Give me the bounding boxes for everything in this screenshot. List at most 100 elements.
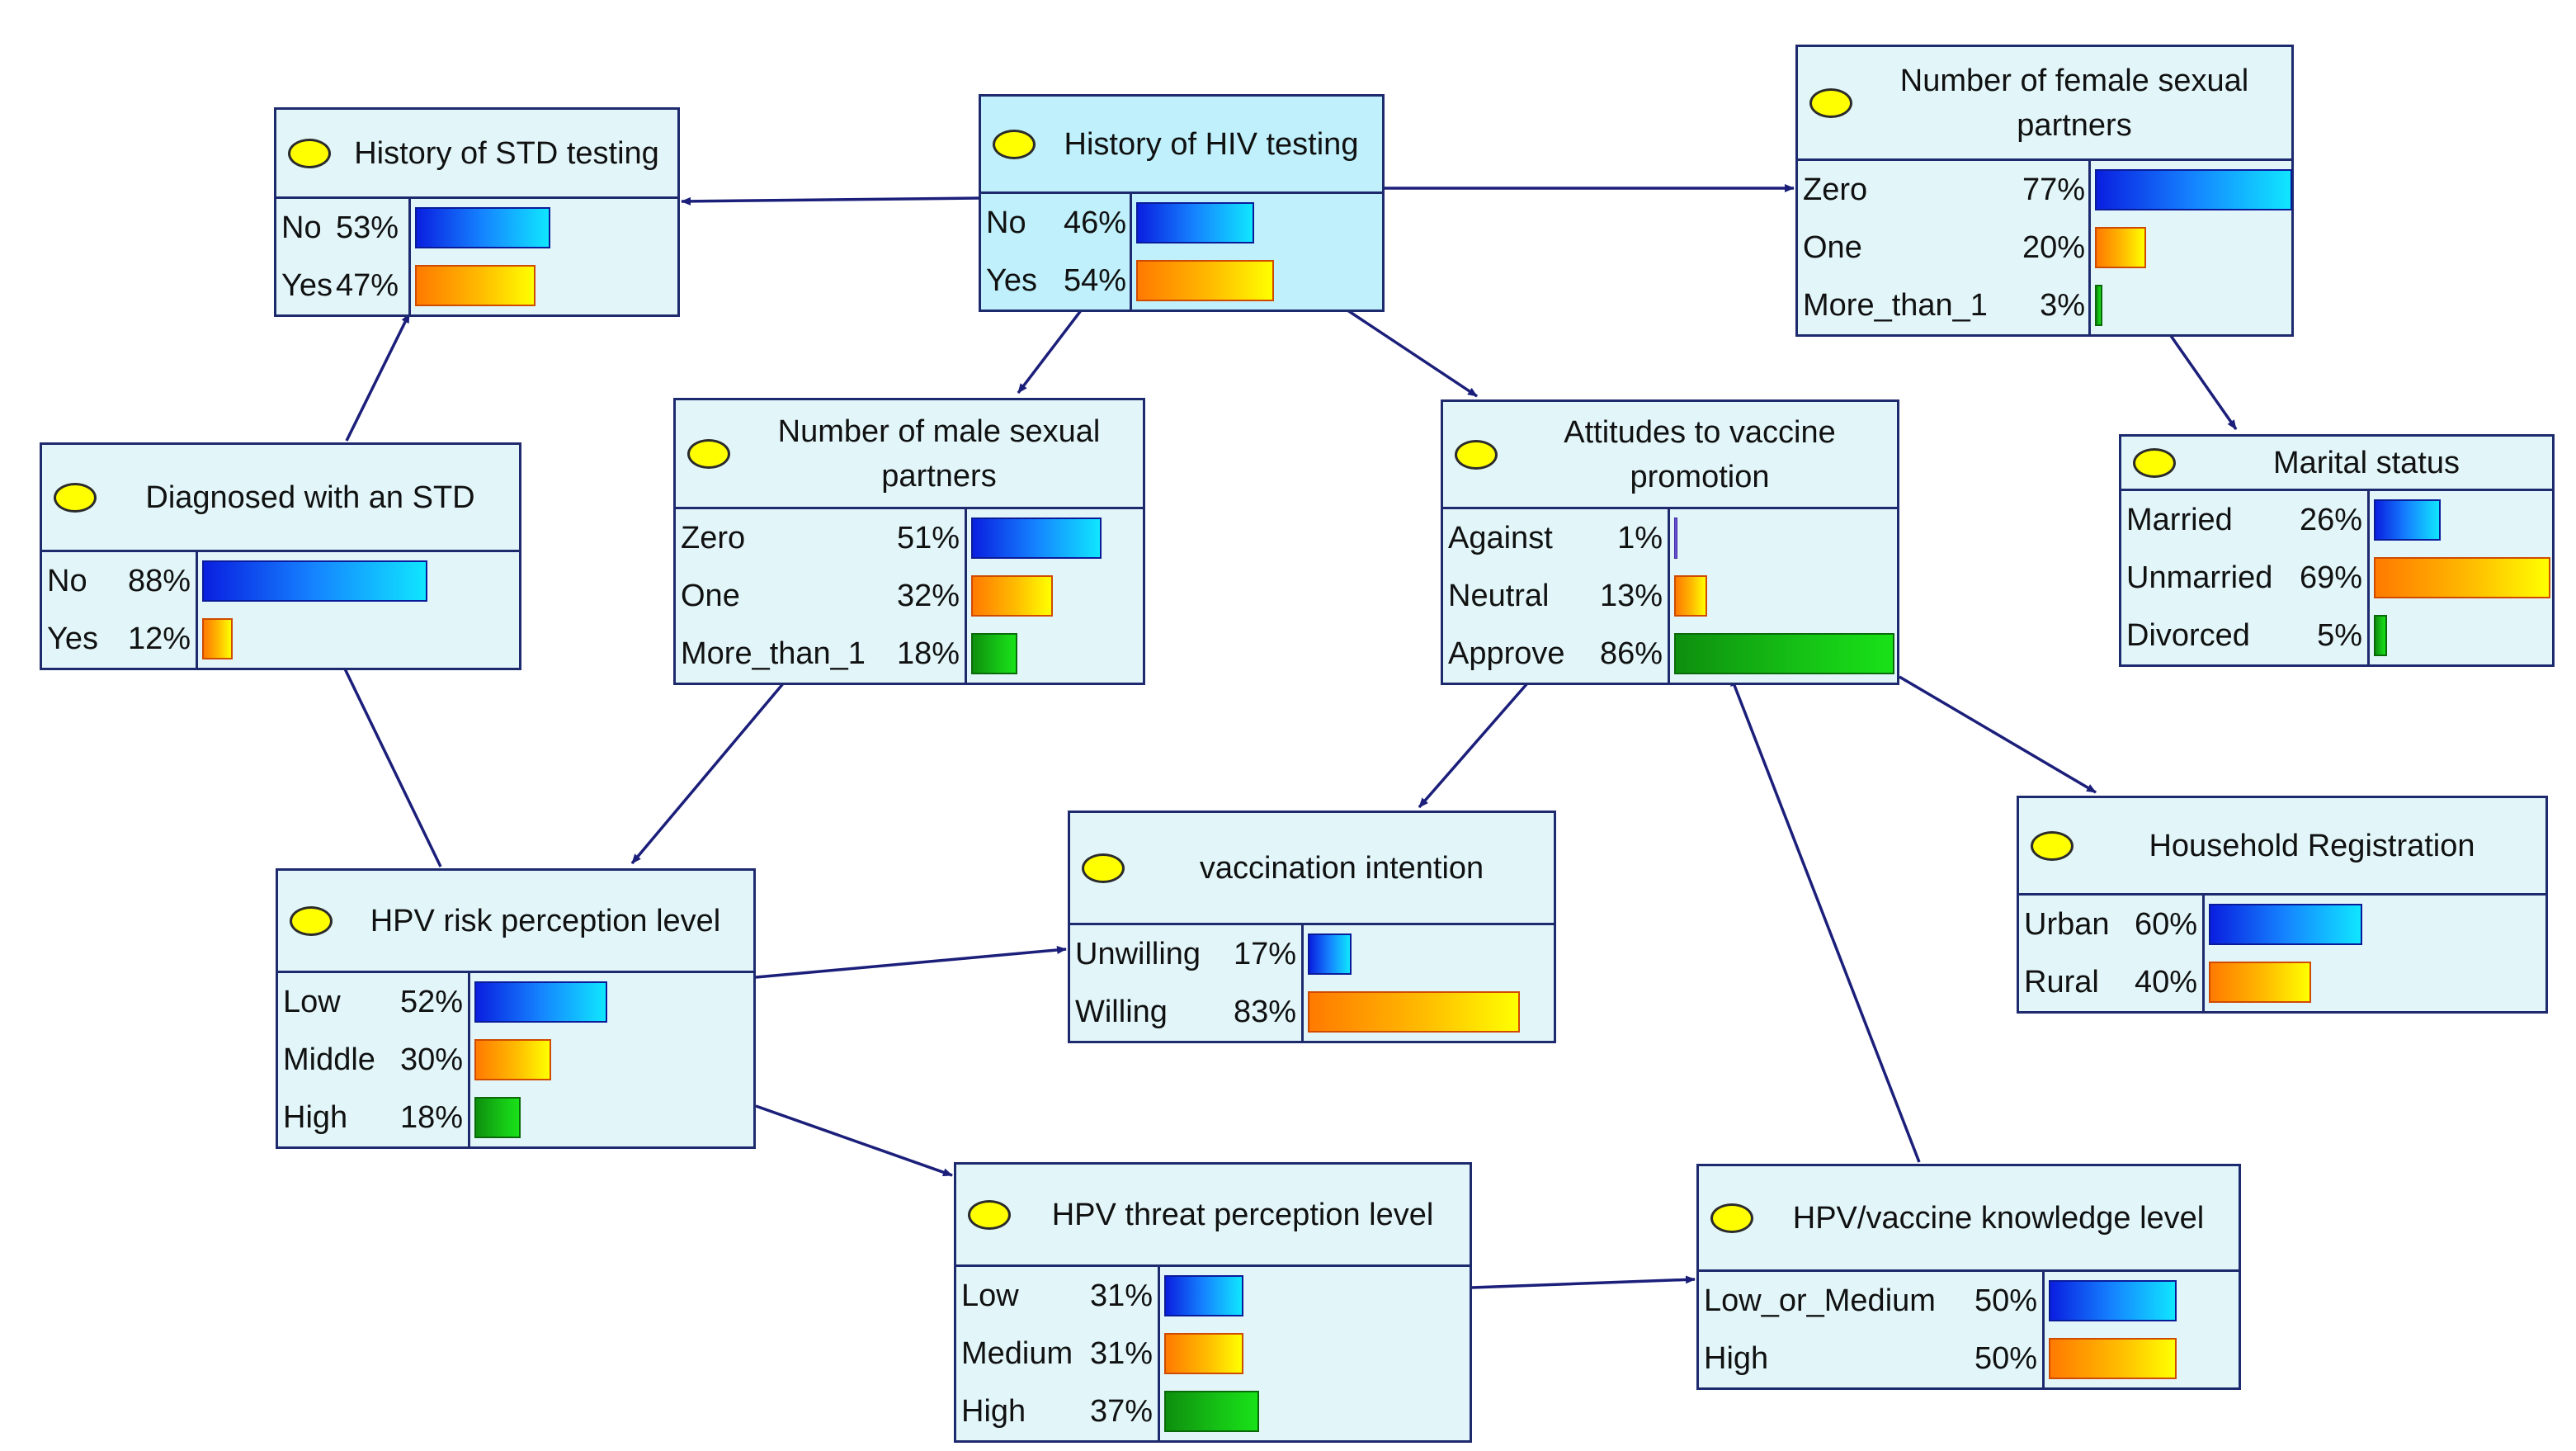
node-header: Number of female sexual partners — [1798, 47, 2291, 161]
node-indicator-icon — [1809, 87, 1852, 118]
probability-bar — [971, 518, 1102, 559]
node-title: Household Registration — [2149, 828, 2475, 863]
probability-bar — [2374, 615, 2387, 656]
state-row[interactable]: More_than_1 18% — [676, 625, 1143, 683]
state-label: Middle — [283, 1042, 375, 1077]
node-header: Household Registration — [2019, 798, 2545, 896]
probability-bar — [1308, 933, 1352, 975]
node-indicator-icon — [1455, 439, 1498, 470]
probability-bar — [415, 207, 551, 248]
state-row[interactable]: High 50% — [1699, 1330, 2239, 1387]
state-percentage: 26% — [2299, 503, 2362, 537]
state-percentage: 18% — [896, 636, 960, 671]
node-header: Diagnosed with an STD — [42, 445, 519, 552]
state-label: Medium — [961, 1336, 1073, 1371]
state-label: Yes — [47, 622, 98, 656]
node-title: HPV risk perception level — [370, 903, 721, 938]
node-header: Attitudes to vaccine promotion — [1443, 402, 1897, 509]
edge-male-partners-to-risk-perception — [630, 675, 790, 865]
node-indicator-icon — [2031, 830, 2074, 861]
state-row[interactable]: One 32% — [676, 567, 1143, 625]
probability-bar — [1674, 575, 1708, 617]
node-indicator-icon — [288, 138, 331, 168]
state-label: High — [961, 1394, 1026, 1429]
state-percentage: 50% — [1974, 1341, 2037, 1376]
state-label: More_than_1 — [681, 636, 866, 671]
state-percentage: 13% — [1599, 579, 1663, 613]
node-indicator-icon — [1082, 853, 1125, 883]
node-title: HPV threat perception level — [1051, 1197, 1434, 1232]
edge-attitudes-to-vacc-intention — [1418, 675, 1535, 809]
node-header: Number of male sexual partners — [676, 400, 1143, 509]
edge-knowledge-to-attitudes — [1729, 676, 1921, 1163]
node-header: vaccination intention — [1070, 813, 1554, 925]
state-label: No — [281, 210, 322, 245]
state-percentage: 3% — [2040, 288, 2085, 323]
node-indicator-icon — [687, 438, 730, 469]
probability-bar — [1164, 1275, 1244, 1316]
probability-bar — [1164, 1333, 1244, 1374]
probability-bar — [971, 575, 1054, 617]
probability-bar — [474, 1097, 521, 1138]
probability-bar — [1136, 260, 1275, 301]
state-percentage: 32% — [896, 579, 960, 613]
node-title: Attitudes to vaccine promotion — [1564, 414, 1836, 494]
state-label: Against — [1448, 521, 1553, 555]
node-title: HPV/vaccine knowledge level — [1792, 1200, 2205, 1236]
probability-bar — [1674, 633, 1894, 674]
state-label: Low — [283, 985, 341, 1019]
node-title: vaccination intention — [1199, 850, 1484, 886]
state-percentage: 46% — [1063, 206, 1126, 240]
state-label: One — [681, 579, 740, 613]
state-percentage: 18% — [399, 1100, 463, 1135]
probability-bar — [2095, 169, 2292, 210]
state-label: High — [1704, 1341, 1769, 1376]
node-title: History of HIV testing — [1064, 126, 1359, 162]
state-label: Unmarried — [2126, 560, 2273, 595]
